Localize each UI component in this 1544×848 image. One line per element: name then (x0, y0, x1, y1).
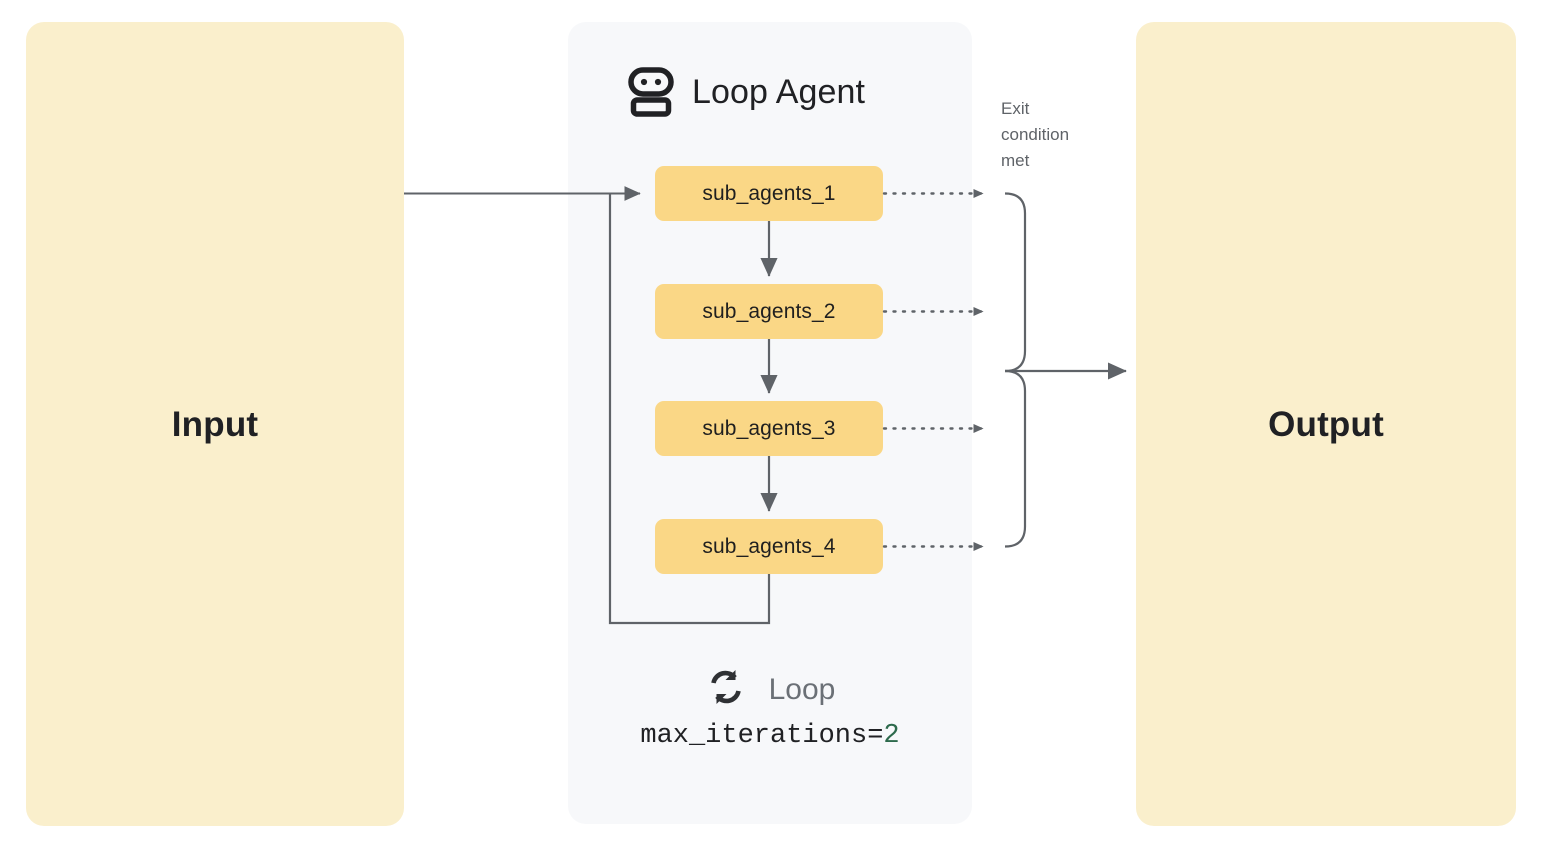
agent-node-1[interactable]: sub_agents_1 (655, 166, 883, 221)
agent-node-label: sub_agents_3 (702, 417, 836, 440)
loop-agent-header: Loop Agent (628, 63, 865, 121)
exit-condition-line-3: met (1001, 151, 1030, 170)
exit-condition-annotation: Exit condition met (1001, 96, 1105, 174)
input-panel: Input (26, 22, 404, 826)
agent-node-label: sub_agents_2 (702, 300, 836, 323)
max-iterations-value: 2 (883, 721, 900, 751)
agent-node-3[interactable]: sub_agents_3 (655, 401, 883, 456)
max-iterations-key: max_iterations= (640, 721, 884, 751)
input-panel-label: Input (171, 404, 259, 444)
connector-exit-bus-upper (1004, 192, 1027, 373)
agent-node-4[interactable]: sub_agents_4 (655, 519, 883, 574)
robot-icon (628, 67, 674, 117)
agent-node-label: sub_agents_4 (702, 535, 836, 558)
loop-refresh-icon (705, 666, 747, 713)
loop-footer-label: Loop (768, 672, 836, 706)
agent-node-2[interactable]: sub_agents_2 (655, 284, 883, 339)
output-panel: Output (1136, 22, 1516, 826)
loop-agent-title: Loop Agent (692, 73, 866, 111)
loop-footer: Loop max_iterations=2 (568, 666, 972, 750)
exit-condition-line-1: Exit (1001, 99, 1030, 118)
output-panel-label: Output (1268, 404, 1384, 444)
max-iterations-text: max_iterations=2 (640, 723, 899, 750)
agent-node-label: sub_agents_1 (702, 182, 836, 205)
connector-exit-bus-lower (1004, 369, 1027, 548)
exit-condition-line-2: condition (1001, 125, 1070, 144)
loop-footer-row: Loop (705, 666, 836, 713)
